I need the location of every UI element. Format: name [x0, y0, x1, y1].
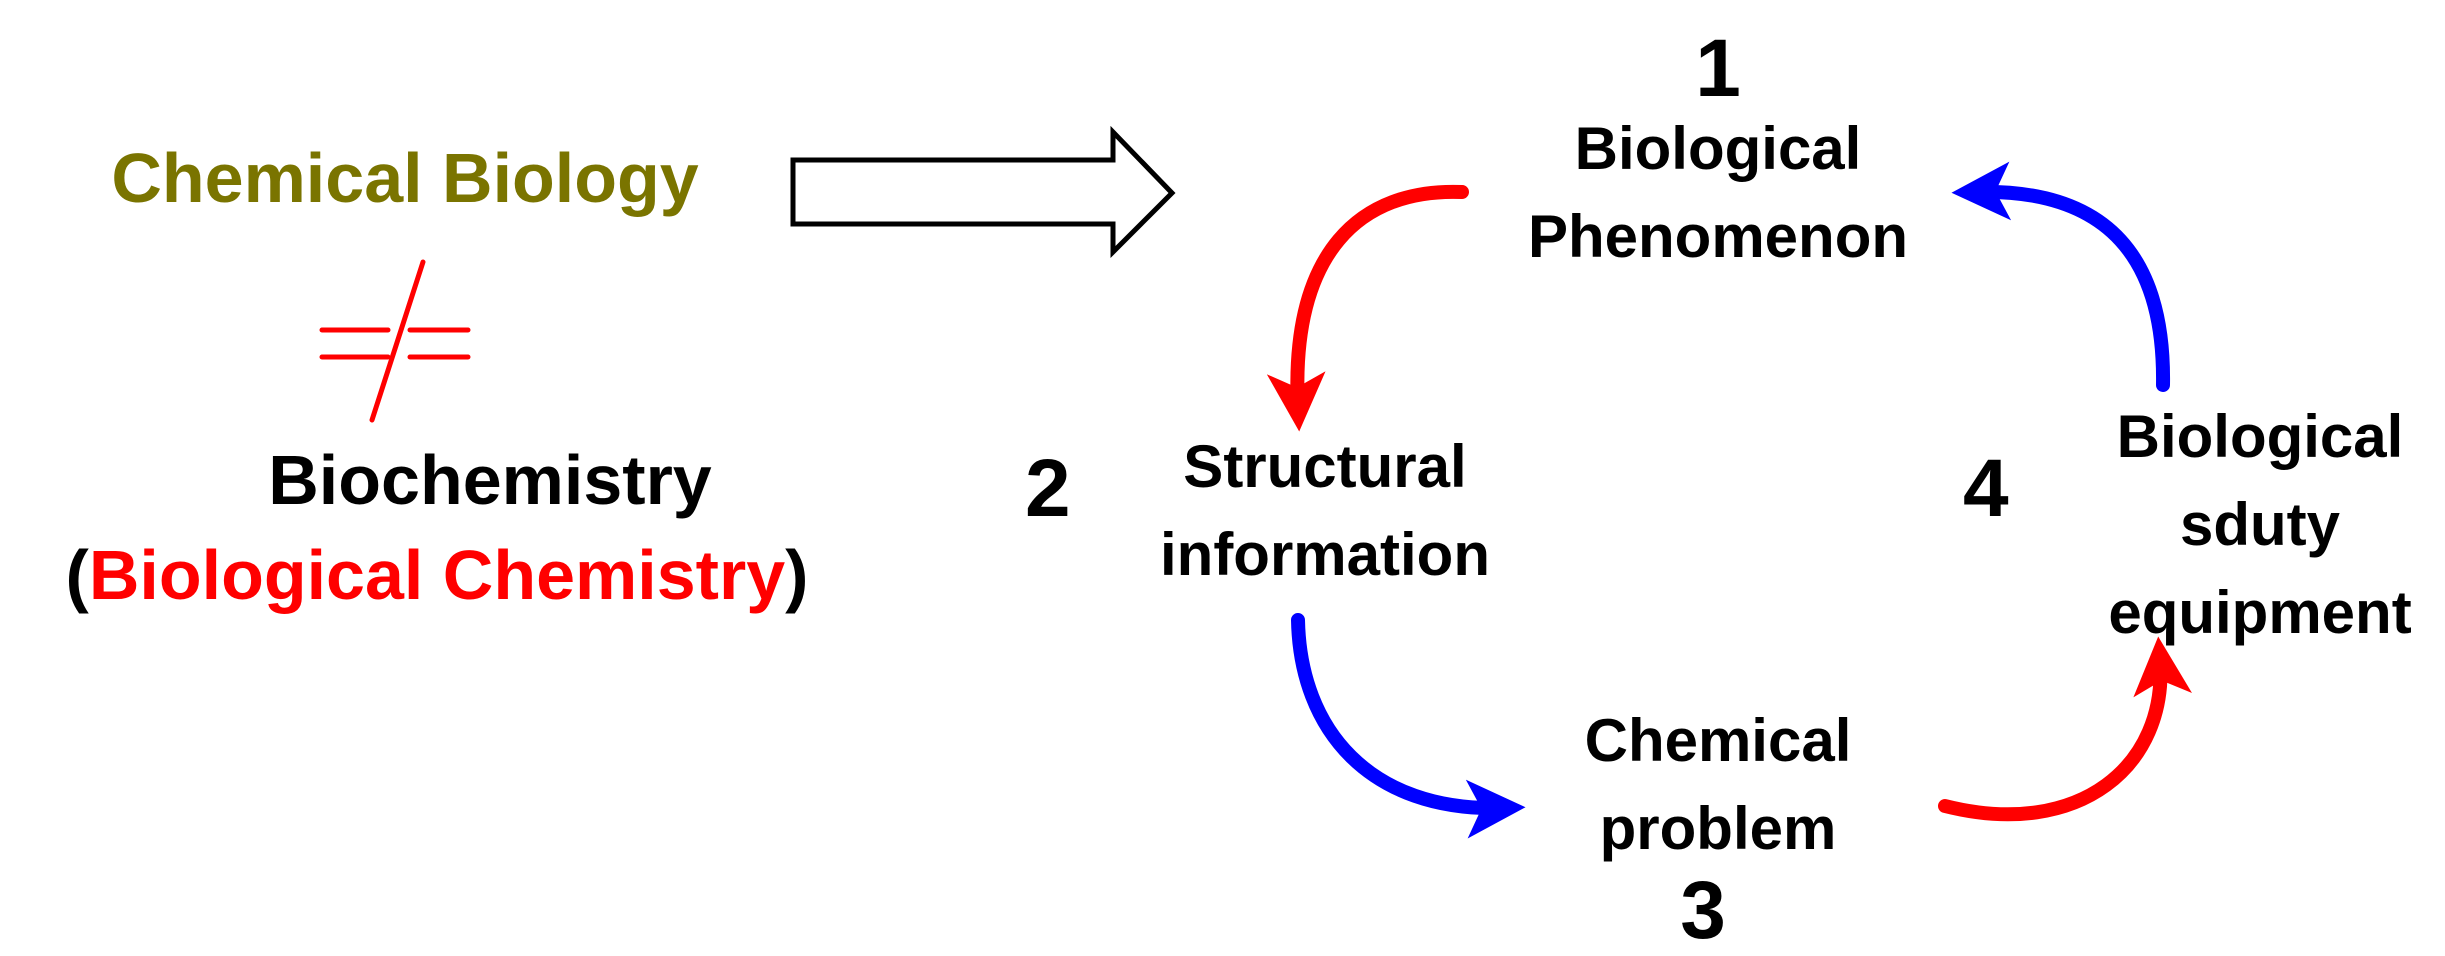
node2-line1: Structural	[1183, 433, 1467, 500]
node1-label: Biological Phenomenon	[1528, 105, 1908, 281]
node3-line2: problem	[1599, 795, 1837, 862]
blue-curved-arrow-1	[1291, 613, 1526, 839]
red-curved-arrow-1	[1266, 184, 1469, 432]
node2-label: Structural information	[1160, 423, 1490, 599]
node4-number: 4	[1963, 443, 2009, 534]
node4-label: Biological sduty equipment	[2108, 393, 2411, 657]
node4-line1: Biological	[2116, 403, 2404, 470]
chemical-biology-title: Chemical Biology	[111, 139, 699, 217]
node3-label: Chemical problem	[1585, 697, 1852, 873]
node2-number: 2	[1025, 443, 1071, 534]
node3-number: 3	[1680, 865, 1726, 956]
biological-chemistry-label: Biological Chemistry	[88, 536, 786, 614]
paren-open: (	[65, 536, 89, 614]
node1-number: 1	[1695, 23, 1741, 114]
node3-line1: Chemical	[1584, 707, 1852, 774]
node1-line1: Biological	[1574, 115, 1862, 182]
not-equal-icon	[319, 259, 471, 423]
paren-close: )	[785, 536, 809, 614]
blue-curved-arrow-2	[1951, 161, 2171, 392]
node4-line3: equipment	[2108, 579, 2412, 646]
biochemistry-label: Biochemistry	[268, 441, 712, 519]
red-curved-arrow-2	[1938, 636, 2192, 822]
node1-line2: Phenomenon	[1527, 203, 1909, 270]
hollow-right-arrow-icon	[790, 125, 1176, 259]
node2-line2: information	[1160, 521, 1490, 588]
biological-chemistry-line: (Biological Chemistry)	[66, 535, 809, 615]
node4-line2: sduty	[2179, 491, 2341, 558]
